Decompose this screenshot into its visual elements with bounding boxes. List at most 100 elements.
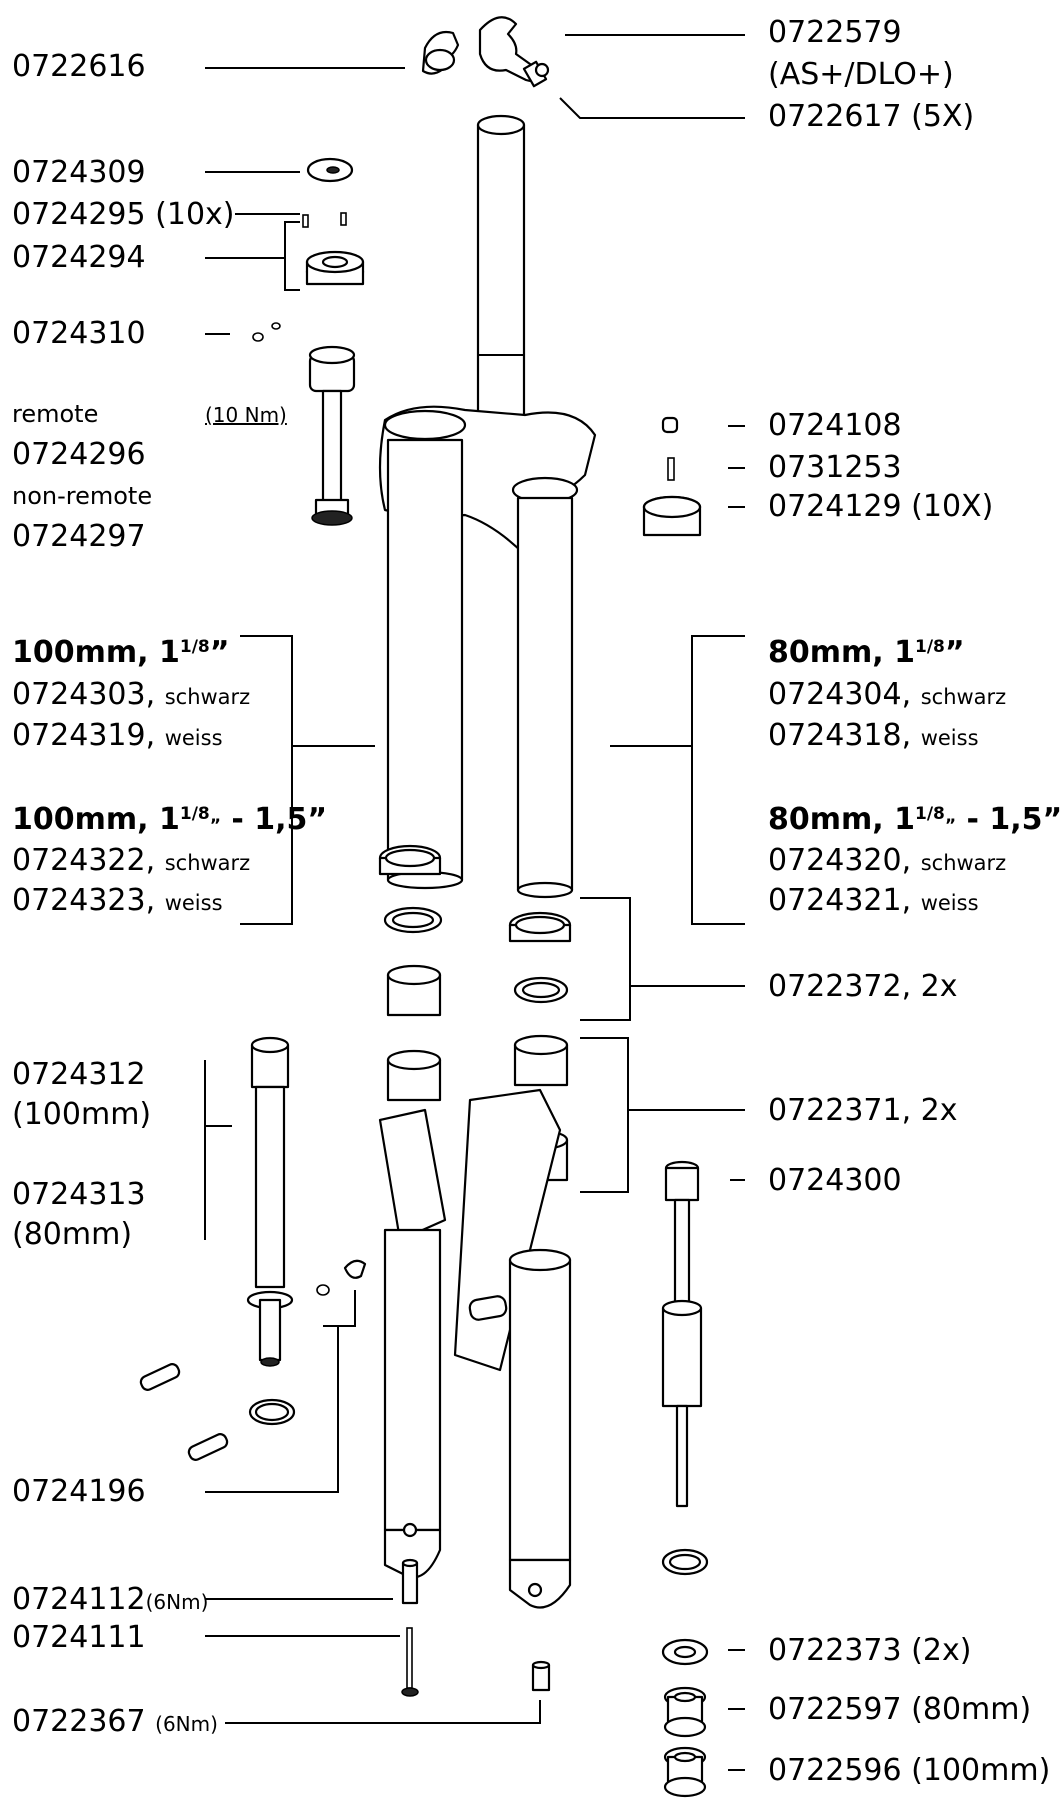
label-0724321-number: 0724321 [768, 883, 902, 918]
label-0724295-qty: (10x) [155, 197, 235, 232]
label-0724322-color: schwarz [164, 851, 251, 875]
label-0724295: 0724295 (10x) [12, 200, 235, 230]
label-100mm-1-1-8: 100mm, 11/8” [12, 635, 230, 670]
diagram-drawing [139, 16, 745, 1798]
label-0724304-color: schwarz [920, 685, 1007, 709]
label-0724321: 0724321, weiss [768, 886, 979, 916]
exploded-fork-diagram: 0722616 0724309 0724295 (10x) 0724294 07… [12, 15, 1062, 1798]
label-0722617: 0722617 (5X) [768, 102, 974, 132]
label-0724196: 0724196 [12, 1474, 146, 1509]
label-frac-b: 1/8 [179, 804, 210, 824]
headset-parts [378, 844, 572, 1182]
comma: , [145, 718, 156, 753]
label-0722579-note: (AS+/DLO+) [768, 57, 954, 92]
label-0724319-color: weiss [164, 726, 223, 750]
label-0724129-number: 0724129 [768, 489, 902, 524]
label-0722372: 0722372, 2x [768, 969, 958, 1004]
label-0724304-number: 0724304 [768, 677, 902, 712]
label-0724112-torque: (6Nm) [145, 1590, 209, 1614]
label-0724309: 0724309 [12, 155, 146, 190]
label-0724320: 0724320, schwarz [768, 846, 1006, 876]
label-0724304: 0724304, schwarz [768, 680, 1006, 710]
label-0724322-number: 0724322 [12, 843, 146, 878]
label-0722616: 0722616 [12, 49, 146, 84]
label-non-remote: non-remote [12, 482, 153, 510]
label-0722617-qty: (5X) [911, 99, 975, 134]
label-0724303: 0724303, schwarz [12, 680, 250, 710]
label-0731253: 0731253 [768, 450, 902, 485]
label-0724323-number: 0724323 [12, 883, 146, 918]
label-0722373: 0722373 (2x) [768, 1636, 971, 1666]
comma: , [901, 883, 912, 918]
small-parts-top [252, 157, 365, 342]
leader-lines [204, 34, 745, 1771]
label-0724294: 0724294 [12, 240, 146, 275]
bottom-small-parts [401, 1558, 709, 1798]
label-frac-c: 1/8 [914, 637, 945, 657]
label-0722596-size: (100mm) [911, 1753, 1051, 1788]
label-0722373-qty: (2x) [911, 1633, 972, 1668]
label-0722373-number: 0722373 [768, 1633, 902, 1668]
label-0724318-number: 0724318 [768, 718, 902, 753]
label-0724295-number: 0724295 [12, 197, 146, 232]
label-0724312-size: (100mm) [12, 1097, 152, 1132]
label-remote: remote [12, 400, 99, 428]
label-0722596-number: 0722596 [768, 1753, 902, 1788]
comma: , [145, 843, 156, 878]
label-frac-d: 1/8 [914, 804, 945, 824]
label-range-d: - 1,5 [956, 802, 1043, 837]
label-0722597-number: 0722597 [768, 1692, 902, 1727]
label-0724129: 0724129 (10X) [768, 492, 993, 522]
comma: , [901, 843, 912, 878]
label-frac-a: 1/8 [179, 637, 210, 657]
label-80mm-1-1-8-1-5: 80mm, 11/8” - 1,5” [768, 802, 1062, 837]
steerer-crown-drawing [378, 114, 597, 899]
label-0724312: 0724312 [12, 1057, 146, 1092]
label-0722597-size: (80mm) [911, 1692, 1032, 1727]
label-0722367-number: 0722367 [12, 1704, 146, 1739]
label-0722617-number: 0722617 [768, 99, 902, 134]
label-0724313-size: (80mm) [12, 1217, 133, 1252]
label-0724297: 0724297 [12, 519, 146, 554]
comma: , [145, 677, 156, 712]
label-100mm-b-text: 100mm, 1 [12, 802, 180, 837]
label-0722597: 0722597 (80mm) [768, 1695, 1031, 1725]
rebound-damper-drawing [661, 1160, 709, 1576]
remote-lever-drawing [421, 16, 550, 88]
label-torque-10nm: (10 Nm) [205, 403, 287, 427]
lower-legs-drawing [378, 1088, 572, 1609]
label-0722579: 0722579 [768, 15, 902, 50]
comma: , [145, 883, 156, 918]
label-range-b: - 1,5 [220, 802, 308, 837]
label-0724296: 0724296 [12, 437, 146, 472]
label-0724320-number: 0724320 [768, 843, 902, 878]
label-80mm-b-text: 80mm, 1 [768, 802, 915, 837]
label-0724321-color: weiss [920, 891, 979, 915]
label-0724323-color: weiss [164, 891, 223, 915]
label-0724323: 0724323, weiss [12, 886, 223, 916]
valve-parts-right [642, 416, 702, 537]
label-0724310: 0724310 [12, 316, 146, 351]
label-100mm-1-1-8-1-5: 100mm, 11/8” - 1,5” [12, 802, 328, 837]
label-0724319-number: 0724319 [12, 718, 146, 753]
lower-left-parts [139, 1036, 367, 1461]
comma: , [901, 718, 912, 753]
label-80mm-1-1-8: 80mm, 11/8” [768, 635, 965, 670]
label-0724303-number: 0724303 [12, 677, 146, 712]
label-0724319: 0724319, weiss [12, 721, 223, 751]
label-0724303-color: schwarz [164, 685, 251, 709]
label-0722367: 0722367 (6Nm) [12, 1707, 218, 1737]
label-0724112-number: 0724112 [12, 1582, 146, 1617]
label-0722367-torque: (6Nm) [155, 1712, 218, 1736]
label-0722596: 0722596 (100mm) [768, 1756, 1050, 1786]
label-0722371: 0722371, 2x [768, 1093, 958, 1128]
damper-cartridge-drawing [308, 345, 356, 526]
label-0724300: 0724300 [768, 1163, 902, 1198]
label-0724129-qty: (10X) [911, 489, 994, 524]
label-0724322: 0724322, schwarz [12, 846, 250, 876]
label-100mm-a-text: 100mm, 1 [12, 635, 180, 670]
comma: , [901, 677, 912, 712]
label-80mm-a-text: 80mm, 1 [768, 635, 915, 670]
label-0724111: 0724111 [12, 1620, 146, 1655]
label-0724320-color: schwarz [920, 851, 1007, 875]
